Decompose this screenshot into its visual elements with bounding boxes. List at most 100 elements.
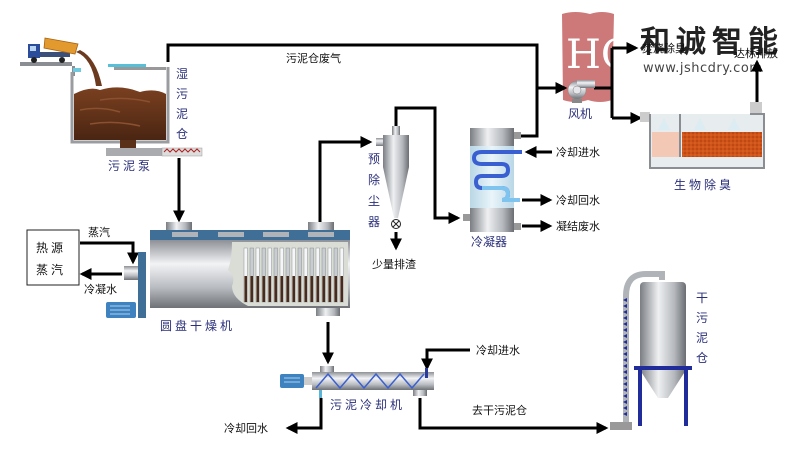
- cond-cooling-return-label: 冷却回水: [556, 194, 600, 207]
- elevator-bucket: [623, 352, 627, 356]
- elevator-bucket: [623, 376, 627, 380]
- dry-silo-body: [640, 282, 686, 370]
- dryer-sludge: [256, 276, 259, 302]
- condenser-bottom-head: [470, 208, 514, 232]
- silo-frame-top: [634, 366, 692, 370]
- cooler-inlet: [320, 366, 334, 372]
- dryer-sludge: [310, 276, 313, 302]
- cooler-cooling-in-line: [421, 348, 470, 371]
- elevator-bucket: [623, 406, 627, 410]
- heat-source-box: [26, 229, 80, 286]
- dryer-sludge: [340, 276, 343, 302]
- to-dry-silo-line: [418, 398, 609, 434]
- condensate-label: 冷凝水: [84, 282, 117, 296]
- wet-silo-label-4: 仓: [176, 127, 188, 141]
- wet-silo-label-1: 湿: [176, 66, 188, 81]
- cyclone-label-2: 除: [368, 172, 380, 187]
- dry-sludge-silo: 干 污 泥 仓: [610, 271, 708, 430]
- sludge-pump-label: 污泥泵: [108, 159, 153, 173]
- company-logo: HC 和诚智能 www.jshcdry.com: [562, 12, 778, 102]
- dryer-sludge: [268, 276, 271, 302]
- bio-water-zone: [652, 132, 679, 157]
- dryer-top-jacket: [150, 230, 350, 240]
- cond-waste-water-label: 凝结废水: [556, 219, 600, 233]
- dryer-sludge: [274, 276, 277, 302]
- cooler-cooling-in-label: 冷却进水: [476, 344, 520, 357]
- dryer-end-plate: [138, 252, 146, 318]
- cyclone-label-4: 器: [368, 215, 380, 229]
- elevator-bucket: [623, 340, 627, 344]
- cooler-tube: [312, 372, 434, 390]
- elevator-bucket: [623, 400, 627, 404]
- cyclone-to-condenser-line: [394, 106, 461, 224]
- rotary-joint: [124, 266, 140, 280]
- cond-cooling-in-label: 冷却进水: [556, 146, 600, 159]
- steam-label: 蒸汽: [88, 225, 110, 239]
- elevator-bucket: [623, 388, 627, 392]
- dryer-sludge: [280, 276, 283, 302]
- dryer-discs: [243, 247, 344, 303]
- cooler-outlet: [413, 390, 427, 396]
- elevator-bucket: [623, 382, 627, 386]
- elevator-bucket: [623, 310, 627, 314]
- spray-nozzles: [658, 118, 740, 130]
- cooler-motor: [280, 374, 304, 388]
- dryer-vapor-nozzle: [308, 222, 334, 230]
- elevator-bucket: [623, 304, 627, 308]
- elevator-buckets: [623, 298, 627, 416]
- dryer-sludge: [286, 276, 289, 302]
- dryer-sludge: [262, 276, 265, 302]
- disc-dryer-label: 圆盘干燥机: [160, 318, 235, 333]
- disc-dryer: 圆盘干燥机: [106, 222, 350, 333]
- dryer-sludge: [250, 276, 253, 302]
- condenser-label: 冷凝器: [471, 234, 507, 249]
- dry-silo-label-3: 泥: [696, 331, 708, 345]
- dryer-sludge: [304, 276, 307, 302]
- cooler-cooling-return-label: 冷却回水: [224, 422, 268, 435]
- dry-silo-label-1: 干: [696, 291, 708, 305]
- cyclone-separator: 预 除 尘 器 少量排渣: [368, 126, 416, 271]
- elevator-bucket: [623, 370, 627, 374]
- elevator-bucket: [623, 328, 627, 332]
- cyclone-label-3: 尘: [368, 194, 380, 208]
- to-dry-silo-label: 去干污泥仓: [472, 403, 527, 417]
- elevator-bucket: [623, 358, 627, 362]
- dryer-sludge: [316, 276, 319, 302]
- cyclone-cone: [383, 167, 409, 218]
- wet-sludge-silo: 湿 污 泥 仓 污泥泵: [70, 64, 203, 173]
- cooler-cooling-return-line: [285, 398, 323, 434]
- dryer-sludge: [244, 276, 247, 302]
- truck-platform: [20, 62, 72, 66]
- bio-deodorizer-label: 生物除臭: [674, 177, 734, 192]
- wet-silo-label-2: 污: [176, 87, 188, 101]
- dry-silo-label-2: 污: [696, 311, 708, 325]
- dump-truck: [20, 37, 102, 86]
- heat-source-label-1: 热源: [36, 241, 66, 255]
- heat-source-steam: 热源 蒸汽 蒸汽 冷凝水: [26, 225, 117, 296]
- sludge-stream: [76, 50, 102, 86]
- wet-sludge: [74, 87, 166, 140]
- sludge-cooler-label: 污泥冷却机: [330, 398, 405, 412]
- silo-exhaust-line: [166, 43, 539, 138]
- dryer-sludge: [292, 276, 295, 302]
- dryer-sludge: [334, 276, 337, 302]
- dry-silo-cone: [640, 370, 686, 398]
- elevator-bucket: [623, 316, 627, 320]
- elevator-bucket: [623, 394, 627, 398]
- sludge-pump-body: [106, 148, 168, 156]
- steam-line: [80, 241, 139, 265]
- wet-silo-label-3: 泥: [176, 107, 188, 121]
- dryer-outlet-nozzle: [316, 308, 340, 316]
- fan-label: 风机: [568, 107, 592, 121]
- dryer-sludge: [298, 276, 301, 302]
- condenser-top-head: [470, 128, 514, 146]
- elevator-bucket: [623, 364, 627, 368]
- bio-media: [682, 132, 762, 157]
- silo-exhaust-label: 污泥仓废气: [286, 51, 341, 65]
- bucket-elevator: [623, 271, 665, 426]
- incineration-label: 焚烧除臭: [642, 41, 686, 55]
- cyclone-label-1: 预: [368, 152, 380, 166]
- bio-deodorizer: 生物除臭: [640, 102, 765, 192]
- cooler-screw: [315, 372, 425, 390]
- elevator-bucket: [623, 334, 627, 338]
